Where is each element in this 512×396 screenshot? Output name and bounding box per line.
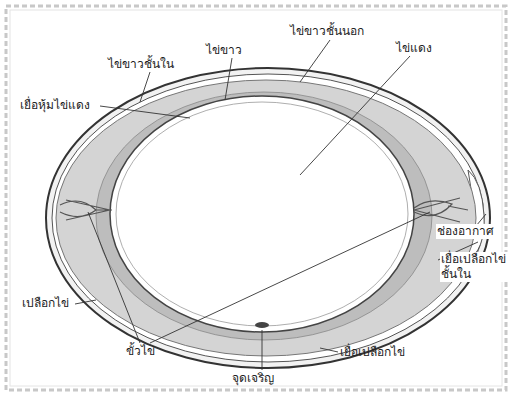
chalaza-right xyxy=(414,198,468,222)
label-inner-albumen: ไข่ขาวชั้นใน xyxy=(108,57,174,72)
yolk xyxy=(110,96,414,332)
stamp-frame xyxy=(6,6,506,390)
label-germinal-disc: จุดเจริญ xyxy=(232,371,274,386)
label-chalaza: ขั้วไข่ xyxy=(126,344,155,359)
label-yolk-membrane: เยื่อหุ้มไข่แดง xyxy=(20,98,90,113)
label-air-cell: ช่องอากาศ xyxy=(436,224,495,239)
egg-shell xyxy=(46,68,490,368)
label-inner-shell-membrane: เยื่อเปลือกไข่ ชั้นใน xyxy=(440,252,508,282)
label-shell: เปลือกไข่ xyxy=(22,296,69,311)
chalaza-left xyxy=(60,200,112,220)
label-shell-membrane: เยื่อเปลือกไข่ xyxy=(340,345,405,360)
label-outer-albumen: ไข่ขาวชั้นนอก xyxy=(290,24,364,39)
shell-membrane xyxy=(52,74,484,362)
yolk-membrane xyxy=(116,102,408,326)
outer-albumen xyxy=(56,80,476,356)
inner-frame xyxy=(10,10,502,386)
leader-lines xyxy=(75,40,486,370)
inner-albumen xyxy=(96,92,432,340)
label-yolk: ไข่แดง xyxy=(396,41,432,56)
germinal-disc xyxy=(255,322,269,328)
label-albumen: ไข่ขาว xyxy=(206,43,242,58)
